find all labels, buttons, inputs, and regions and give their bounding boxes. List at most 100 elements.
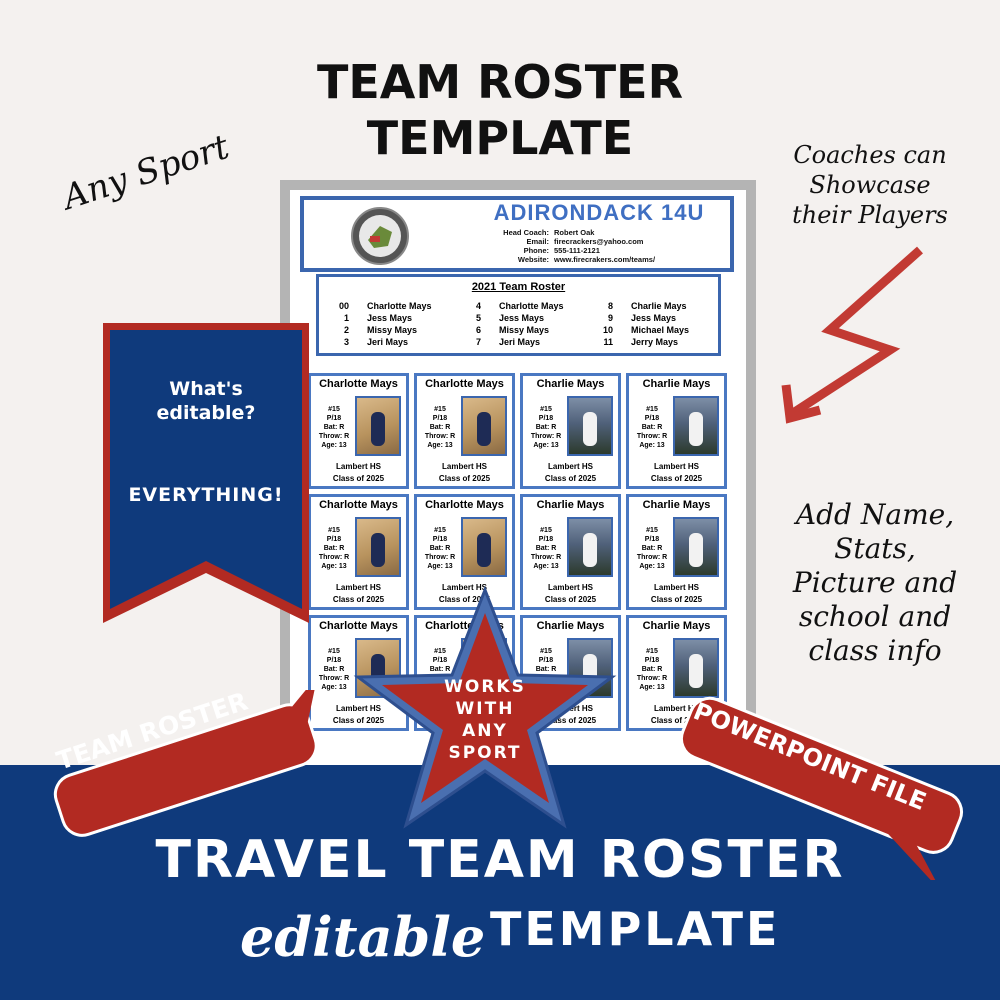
player-figure-icon bbox=[583, 533, 597, 567]
info-label: Head Coach: bbox=[503, 228, 549, 237]
player-stat: #15 bbox=[328, 527, 340, 534]
player-figure-icon bbox=[477, 533, 491, 567]
info-label: Website: bbox=[517, 255, 549, 264]
player-class: Class of 2025 bbox=[650, 716, 703, 725]
star-text-line: WITH bbox=[455, 699, 515, 719]
info-value: firecrackers@yahoo.com bbox=[554, 237, 644, 246]
player-figure-icon bbox=[689, 654, 703, 688]
info-value: Robert Oak bbox=[554, 228, 595, 237]
player-stat: P/18 bbox=[538, 536, 554, 543]
player-name: Charlie Mays bbox=[642, 378, 711, 390]
player-stat: Age: 13 bbox=[639, 684, 665, 691]
player-stat: #15 bbox=[540, 648, 552, 655]
player-stat: #15 bbox=[646, 406, 658, 413]
player-stat: P/18 bbox=[326, 657, 342, 664]
player-stat: Bat: R bbox=[641, 424, 663, 431]
bottom-template: TEMPLATE bbox=[490, 902, 781, 956]
player-stat: #15 bbox=[434, 648, 446, 655]
roster-number: 1 bbox=[343, 313, 349, 323]
player-school: Lambert HS bbox=[654, 704, 699, 713]
player-figure-icon bbox=[371, 533, 385, 567]
player-stat: P/18 bbox=[432, 415, 448, 422]
title-line-1: TEAM ROSTER bbox=[316, 55, 684, 109]
roster-name: Charlie Mays bbox=[631, 301, 687, 311]
player-photo bbox=[355, 517, 401, 577]
player-class: Class of 2025 bbox=[332, 716, 385, 725]
player-photo bbox=[461, 517, 507, 577]
info-row-phone: Phone:555-111-2121 bbox=[304, 246, 724, 255]
title-line-2: TEMPLATE bbox=[366, 111, 634, 165]
roster-name: Charlotte Mays bbox=[499, 301, 564, 311]
roster-name: Missy Mays bbox=[367, 325, 418, 335]
player-stat: Bat: R bbox=[641, 545, 663, 552]
player-name: Charlie Mays bbox=[642, 499, 711, 511]
player-name: Charlotte Mays bbox=[425, 378, 504, 390]
roster-name: Missy Mays bbox=[499, 325, 550, 335]
player-school: Lambert HS bbox=[548, 583, 593, 592]
player-school: Lambert HS bbox=[654, 462, 699, 471]
player-stat: Bat: R bbox=[641, 666, 663, 673]
player-stat: Age: 13 bbox=[533, 563, 559, 570]
player-name: Charlotte Mays bbox=[319, 499, 398, 511]
lightning-arrow-icon bbox=[781, 246, 923, 424]
player-school: Lambert HS bbox=[548, 462, 593, 471]
state-logo-icon bbox=[351, 207, 409, 265]
player-stat: #15 bbox=[646, 648, 658, 655]
player-stat: #15 bbox=[646, 527, 658, 534]
coaches-note-line: their Players bbox=[792, 201, 948, 229]
player-stat: Throw: R bbox=[424, 433, 456, 440]
star-text: WORKS WITH ANY SPORT bbox=[420, 676, 550, 764]
player-figure-icon bbox=[689, 533, 703, 567]
team-roster-bubble bbox=[53, 690, 318, 837]
roster-number: 4 bbox=[475, 301, 481, 311]
player-stat: Throw: R bbox=[636, 675, 668, 682]
player-class: Class of 2025 bbox=[544, 474, 597, 483]
powerpoint-bubble bbox=[679, 696, 964, 880]
player-stat: #15 bbox=[434, 527, 446, 534]
player-class: Class of 2025 bbox=[438, 595, 491, 604]
player-stat: Age: 13 bbox=[427, 442, 453, 449]
info-label: Email: bbox=[526, 237, 549, 246]
player-school: Lambert HS bbox=[442, 462, 487, 471]
player-stat: Age: 13 bbox=[639, 442, 665, 449]
player-figure-icon bbox=[371, 412, 385, 446]
player-stat: Age: 13 bbox=[321, 442, 347, 449]
info-row-website: Website:www.firecrakers.com/teams/ bbox=[304, 255, 724, 264]
roster-number: 10 bbox=[602, 325, 613, 335]
player-stat: Age: 13 bbox=[321, 684, 347, 691]
roster-number: 00 bbox=[338, 301, 349, 311]
roster-name: Jess Mays bbox=[499, 313, 545, 323]
bottom-title: TRAVEL TEAM ROSTER bbox=[155, 830, 845, 890]
add-info-note: Add Name, Stats, Picture and school and … bbox=[770, 498, 980, 668]
editable-ribbon bbox=[103, 323, 309, 623]
roster-number: 5 bbox=[475, 313, 481, 323]
roster-name: Jess Mays bbox=[631, 313, 677, 323]
star-text-line: WORKS bbox=[444, 677, 526, 697]
add-info-note-line: school and bbox=[798, 600, 952, 633]
player-stat: Bat: R bbox=[429, 666, 451, 673]
player-stat: Throw: R bbox=[636, 433, 668, 440]
player-photo bbox=[673, 396, 719, 456]
ribbon-answer: EVERYTHING! bbox=[128, 484, 284, 506]
player-stat: Age: 13 bbox=[639, 563, 665, 570]
player-stat: Throw: R bbox=[318, 554, 350, 561]
roster-number: 6 bbox=[475, 325, 481, 335]
coaches-note: Coaches can Showcase their Players bbox=[770, 140, 970, 230]
player-stat: Bat: R bbox=[323, 666, 345, 673]
roster-number: 2 bbox=[343, 325, 349, 335]
roster-name: Jess Mays bbox=[367, 313, 413, 323]
roster-number: 9 bbox=[607, 313, 613, 323]
roster-number: 7 bbox=[475, 337, 481, 347]
player-stat: Bat: R bbox=[323, 545, 345, 552]
player-stat: #15 bbox=[328, 406, 340, 413]
roster-name: Jeri Mays bbox=[499, 337, 541, 347]
add-info-note-line: Add Name, bbox=[795, 498, 955, 531]
player-name: Charlie Mays bbox=[642, 620, 711, 632]
player-stat: #15 bbox=[434, 406, 446, 413]
player-stat: Age: 13 bbox=[533, 442, 559, 449]
coaches-note-line: Coaches can bbox=[793, 141, 947, 169]
